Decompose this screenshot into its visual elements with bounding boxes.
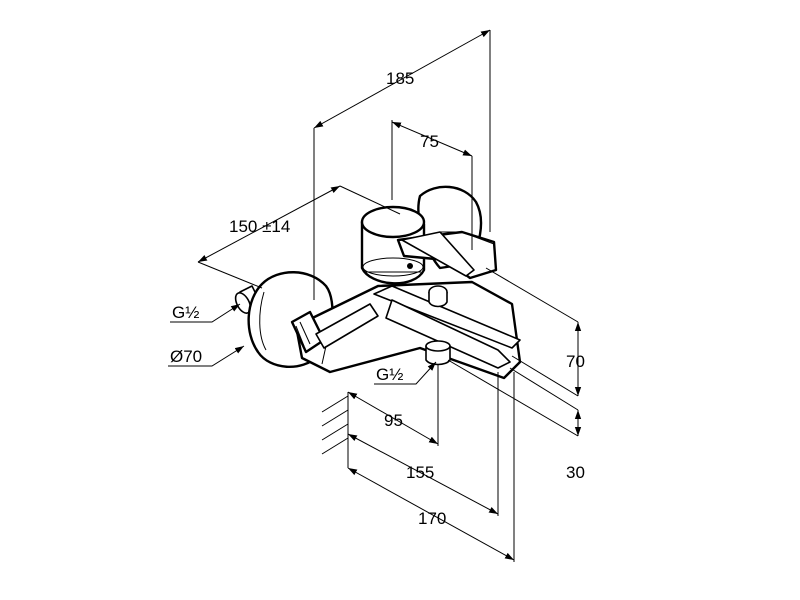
label-d70: Ø70 — [170, 347, 202, 366]
outlet-aerator — [425, 340, 451, 366]
dim-line-75 — [391, 121, 473, 157]
dimension-labels: 185 75 150 ±14 G½ Ø70 G½ 70 30 95 155 17… — [170, 69, 585, 528]
label-155: 155 — [406, 463, 434, 482]
dim-line-170 — [347, 467, 515, 561]
label-185: 185 — [386, 69, 414, 88]
label-30: 30 — [566, 463, 585, 482]
label-95: 95 — [384, 411, 403, 430]
wall-hatching — [321, 392, 349, 468]
leader-d70 — [168, 345, 245, 367]
dimension-lines — [168, 29, 582, 561]
mixer-body — [290, 280, 522, 380]
leader-g12-outlet — [374, 361, 437, 385]
dim-line-150 — [197, 185, 341, 263]
label-g12-outlet: G½ — [376, 365, 403, 384]
label-g12-left: G½ — [172, 303, 199, 322]
label-170: 170 — [418, 509, 446, 528]
diverter-knob — [428, 285, 448, 308]
leader-g12-left — [170, 303, 241, 323]
label-75: 75 — [420, 132, 439, 151]
label-150: 150 ±14 — [229, 217, 290, 236]
dim-line-185 — [313, 29, 491, 129]
extension-lines — [197, 30, 579, 562]
mixer-drawing — [234, 185, 522, 380]
label-70: 70 — [566, 352, 585, 371]
mixer-column — [360, 205, 426, 285]
